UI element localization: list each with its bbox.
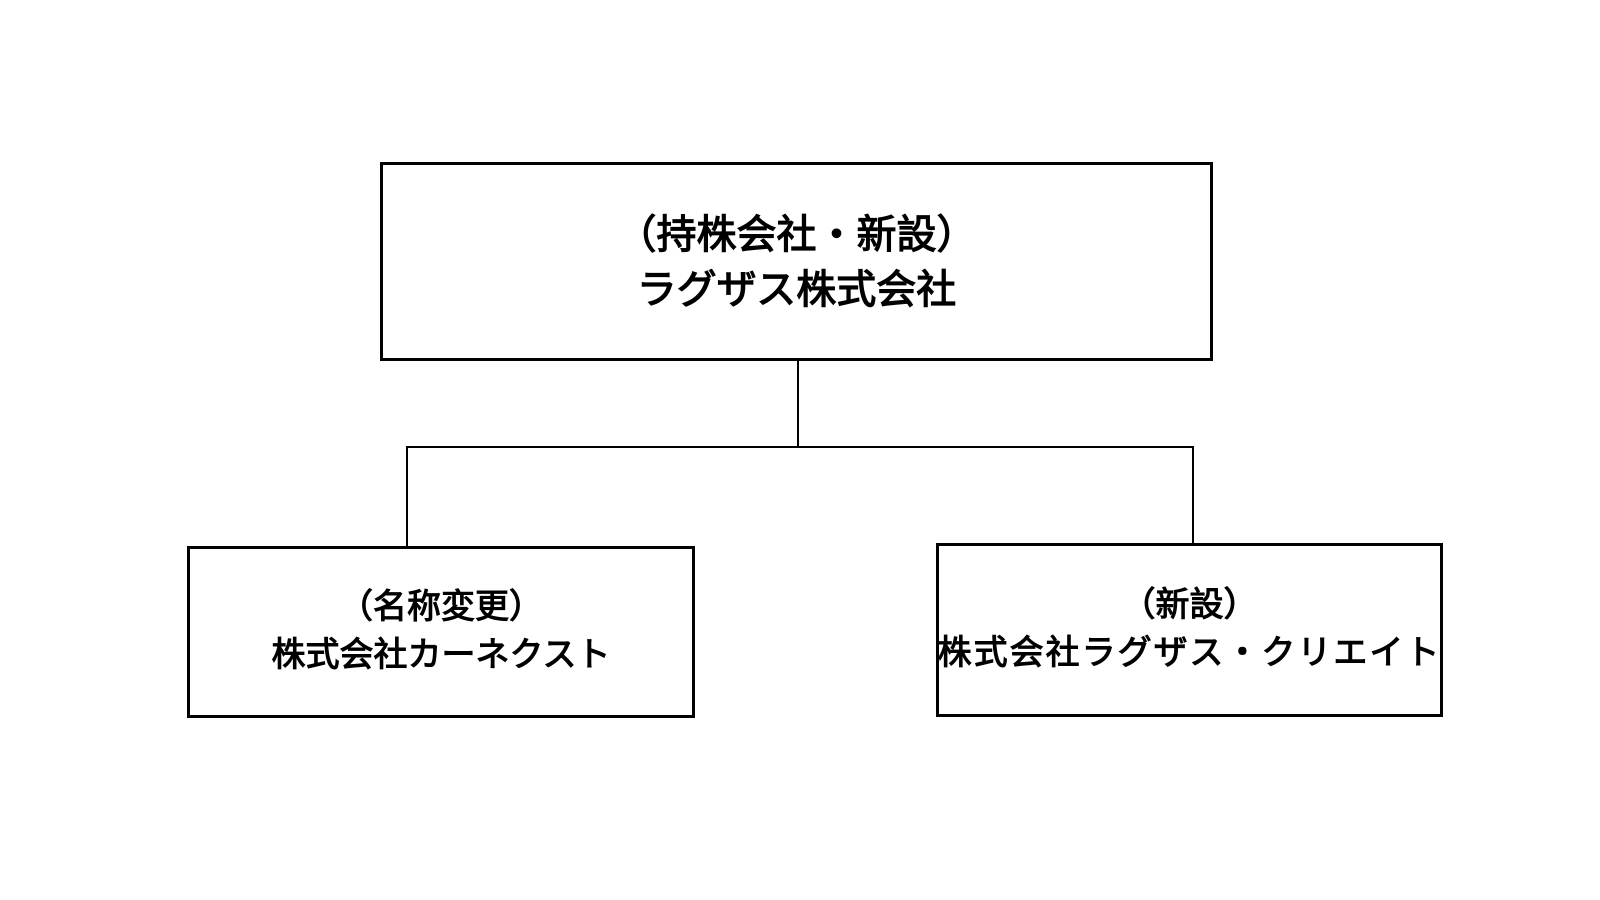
child-left-company-name: 株式会社カーネクスト	[271, 637, 611, 674]
parent-company-tag: （持株会社・新設）	[616, 211, 977, 257]
parent-company-name: ラグザス株式会社	[636, 266, 957, 312]
child-right-company-name: 株式会社ラグザス・クリエイト	[937, 635, 1442, 672]
child-left-company-tag: （名称変更）	[339, 589, 543, 626]
child-right-company-tag: （新設）	[1121, 587, 1258, 624]
child-left-company-box: （名称変更） 株式会社カーネクスト	[187, 546, 695, 718]
connector-stem-line	[797, 361, 799, 447]
child-right-company-box: （新設） 株式会社ラグザス・クリエイト	[936, 543, 1443, 717]
connector-right-drop-line	[1192, 446, 1194, 543]
connector-horizontal-line	[406, 446, 1194, 448]
connector-left-drop-line	[406, 446, 408, 546]
parent-company-box: （持株会社・新設） ラグザス株式会社	[380, 162, 1213, 361]
